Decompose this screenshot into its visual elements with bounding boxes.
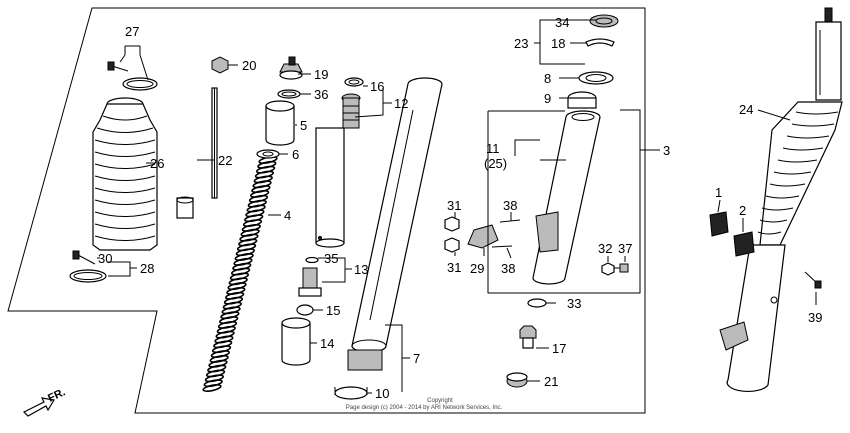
part-38-stud-lower[interactable] xyxy=(491,245,513,248)
part-13-oil-lock[interactable] xyxy=(298,267,322,297)
part-11-slider[interactable] xyxy=(532,110,601,285)
part-30-screw[interactable] xyxy=(72,250,96,265)
part-17-drain-bolt[interactable] xyxy=(519,325,537,349)
label-29: 29 xyxy=(470,261,484,276)
part-38-stud-upper[interactable] xyxy=(499,219,521,223)
front-label: FR. xyxy=(46,386,67,404)
label-35: 35 xyxy=(324,251,338,266)
part-10-bushing[interactable] xyxy=(334,386,368,400)
label-30: 30 xyxy=(98,251,112,266)
part-21-plug[interactable] xyxy=(506,372,528,388)
part-32-nut[interactable] xyxy=(601,262,615,276)
label-28: 28 xyxy=(140,261,154,276)
label-15: 15 xyxy=(326,303,340,318)
label-19: 19 xyxy=(314,67,328,82)
part-35-o-ring[interactable] xyxy=(305,256,319,264)
part-26-boot[interactable] xyxy=(92,97,158,251)
part-33-washer[interactable] xyxy=(527,298,547,308)
label-8: 8 xyxy=(544,71,551,86)
label-34: 34 xyxy=(555,15,569,30)
label-3: 3 xyxy=(663,143,670,158)
part-5-spacer[interactable] xyxy=(265,100,295,146)
part-34-dust-seal[interactable] xyxy=(589,14,619,28)
spring-coil xyxy=(202,384,222,392)
label-16: 16 xyxy=(370,79,384,94)
front-direction-arrow: FR. xyxy=(22,386,67,417)
part-28-clamp[interactable] xyxy=(69,269,107,283)
part-39-bolt[interactable] xyxy=(804,271,822,289)
part-6-washer[interactable] xyxy=(256,149,280,159)
part-22-damper-rod[interactable] xyxy=(176,87,218,219)
label-32: 32 xyxy=(598,241,612,256)
label-10: 10 xyxy=(375,386,389,401)
label-17: 17 xyxy=(552,341,566,356)
part-12-damper-piston[interactable] xyxy=(315,93,361,248)
label-39: 39 xyxy=(808,310,822,325)
label-22: 22 xyxy=(218,153,232,168)
label-13: 13 xyxy=(354,262,368,277)
label-11: 11 xyxy=(486,141,500,156)
part-8-oil-seal[interactable] xyxy=(578,71,614,85)
label-26: 26 xyxy=(150,156,164,171)
part-20-nut[interactable] xyxy=(211,56,229,74)
copyright-line-2: Page design (c) 2004 - 2014 by ARI Netwo… xyxy=(346,405,503,411)
label-5: 5 xyxy=(300,118,307,133)
part-16-ring[interactable] xyxy=(344,77,364,87)
label-14: 14 xyxy=(320,336,334,351)
label-33: 33 xyxy=(567,296,581,311)
part-19-cap-bolt[interactable] xyxy=(279,56,303,80)
label-31-upper: 31 xyxy=(447,198,461,213)
label-4: 4 xyxy=(284,208,291,223)
part-7-fork-tube[interactable] xyxy=(347,77,443,371)
part-29-axle-holder[interactable] xyxy=(467,224,499,249)
label-18: 18 xyxy=(551,36,565,51)
part-14-bushing[interactable] xyxy=(281,317,311,366)
leader-lines xyxy=(97,19,817,394)
label-9: 9 xyxy=(544,91,551,106)
part-24-fork-assembly[interactable] xyxy=(719,7,843,393)
label-24: 24 xyxy=(739,102,753,117)
label-38-upper: 38 xyxy=(503,198,517,213)
part-27-bolt[interactable] xyxy=(107,61,129,72)
label-12: 12 xyxy=(394,96,408,111)
part-27-clamp[interactable] xyxy=(122,77,158,91)
part-9-bushing[interactable] xyxy=(567,91,597,109)
label-38-lower: 38 xyxy=(501,261,515,276)
part-15-piece[interactable] xyxy=(296,304,314,316)
part-31-nut-lower[interactable] xyxy=(444,237,460,253)
part-1-bracket[interactable] xyxy=(709,211,729,237)
copyright-line-1: Copyright xyxy=(427,398,453,404)
label-7: 7 xyxy=(413,351,420,366)
part-31-nut-upper[interactable] xyxy=(444,216,460,232)
label-1: 1 xyxy=(715,185,722,200)
label-6: 6 xyxy=(292,147,299,162)
label-21: 21 xyxy=(544,374,558,389)
part-18-clip[interactable] xyxy=(585,38,615,47)
label-2: 2 xyxy=(739,203,746,218)
part-36-o-ring[interactable] xyxy=(277,89,301,99)
part-37-bolt[interactable] xyxy=(614,263,629,273)
label-37: 37 xyxy=(618,241,632,256)
label-20: 20 xyxy=(242,58,256,73)
label-36: 36 xyxy=(314,87,328,102)
part-2-bracket[interactable] xyxy=(733,231,755,257)
label-31-lower: 31 xyxy=(447,260,461,275)
assembly-frame xyxy=(7,7,646,414)
label-23: 23 xyxy=(514,36,528,51)
label-11-25: (25) xyxy=(484,156,507,171)
label-27: 27 xyxy=(125,24,139,39)
